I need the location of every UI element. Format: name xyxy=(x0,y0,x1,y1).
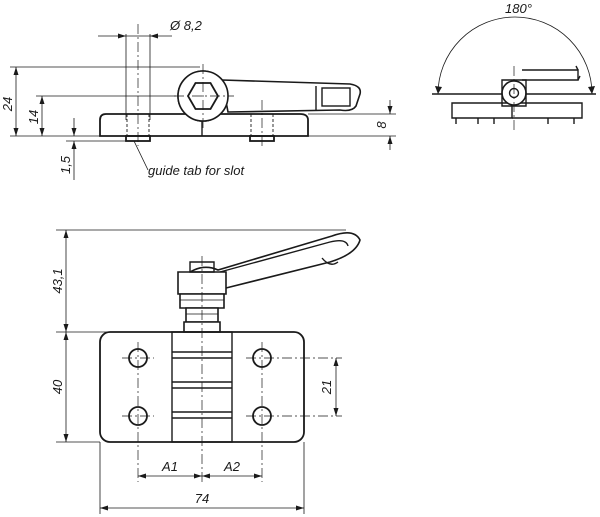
dim-21-arrow-top xyxy=(333,358,339,366)
hole-centerlines-v xyxy=(137,342,263,482)
swing-plate-left xyxy=(451,102,513,119)
side-lever xyxy=(221,79,362,113)
plan-hub-cap xyxy=(189,261,215,273)
dim-14-arrow-bottom xyxy=(39,128,45,136)
side-view: 24 14 1,5 8 Ø 8,2 guide tab for slot xyxy=(0,18,396,180)
swing-arrow-right xyxy=(588,86,595,94)
dim-40-label: 40 xyxy=(50,379,65,394)
hidden-hole-right xyxy=(250,114,274,136)
dim-431-arrow-bottom xyxy=(63,324,69,332)
dim-a1-label: A1 xyxy=(161,459,178,474)
plan-view: 43,1 40 21 A1 A2 74 xyxy=(50,229,361,514)
dim-74-label: 74 xyxy=(195,491,209,506)
dim-dia-label: Ø 8,2 xyxy=(169,18,203,33)
dim-15-arrow-top xyxy=(71,128,77,136)
hidden-hole-left xyxy=(126,114,150,136)
plan-lever-ridge xyxy=(219,239,349,273)
dim-40-arrow-top xyxy=(63,332,69,340)
dim-24-label: 24 xyxy=(0,97,15,112)
swing-arrow-left xyxy=(435,86,442,94)
plan-lever-tip xyxy=(321,257,339,265)
swing-leaf-open xyxy=(522,69,579,81)
swing-plate-right xyxy=(512,102,583,119)
dim-14-arrow-top xyxy=(39,96,45,104)
swing-knuckle-box xyxy=(501,79,527,107)
dim-8-label: 8 xyxy=(374,121,389,129)
dim-21-arrow-bottom xyxy=(333,408,339,416)
dim-15-label: 1,5 xyxy=(58,155,73,174)
dim-431-label: 43,1 xyxy=(50,268,65,293)
dim-21-label: 21 xyxy=(319,380,334,395)
dim-a1-arrow-right xyxy=(194,473,202,479)
dim-24-arrow-bottom xyxy=(13,128,19,136)
swing-angle-label: 180° xyxy=(505,1,532,16)
dim-8-arrow-top xyxy=(387,106,393,114)
dim-dia-arrow-right xyxy=(150,33,158,39)
dim-74-arrow-right xyxy=(296,505,304,511)
side-base-plate xyxy=(99,113,309,137)
swing-view: 180° xyxy=(432,1,596,130)
dim-a2-arrow-left xyxy=(202,473,210,479)
ext-plate-sides xyxy=(99,442,305,514)
dim-40-arrow-bottom xyxy=(63,434,69,442)
lever-grip-recess xyxy=(321,87,351,107)
dim-74-arrow-left xyxy=(100,505,108,511)
dim-431-arrow-top xyxy=(63,230,69,238)
dim-a1-arrow-left xyxy=(138,473,146,479)
dim-a2-arrow-right xyxy=(254,473,262,479)
swing-arc xyxy=(437,16,593,95)
guide-tab-leader xyxy=(133,140,149,171)
dim-15-arrow-bottom xyxy=(71,141,77,149)
guide-tab-annotation: guide tab for slot xyxy=(148,163,246,178)
dim-a2-label: A2 xyxy=(223,459,241,474)
swing-leaf-tip xyxy=(575,65,581,81)
dim-dia-arrow-left xyxy=(118,33,126,39)
dim-8-arrow-bottom xyxy=(387,136,393,144)
swing-tabs xyxy=(455,118,575,124)
dim-24-arrow-top xyxy=(13,67,19,75)
dim-14-label: 14 xyxy=(26,110,41,124)
